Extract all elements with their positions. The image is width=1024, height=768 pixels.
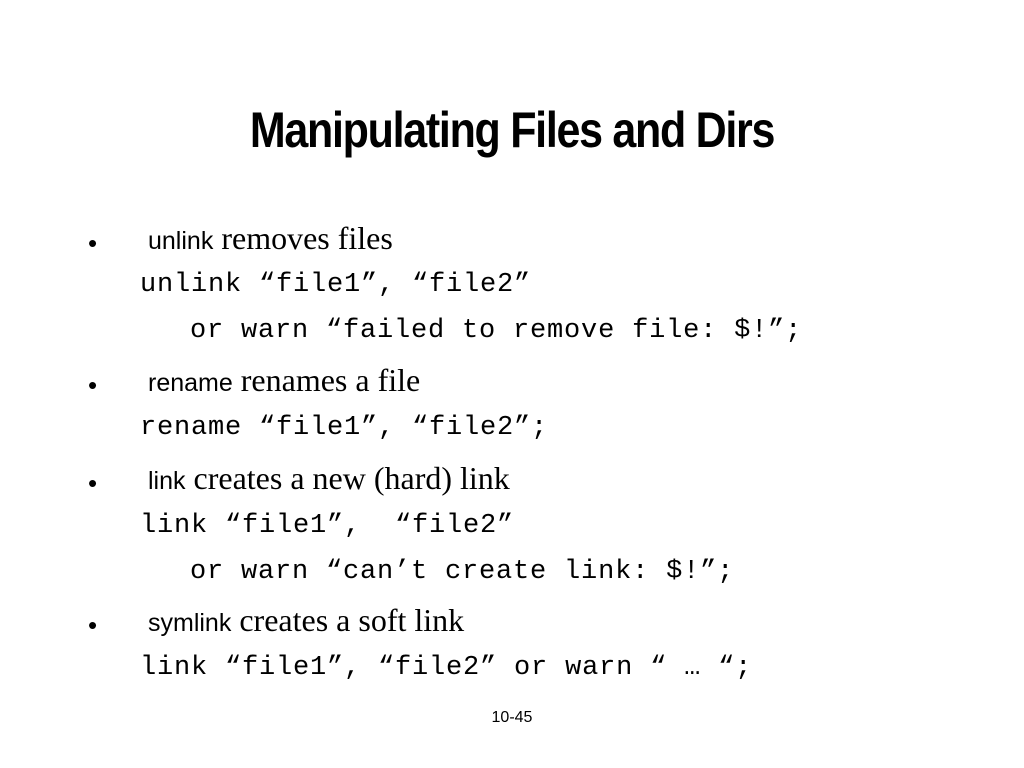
code-line: link “file1”, “file2” or warn “ … “; [140,653,753,683]
code-line: or warn “failed to remove file: $!”; [190,316,803,346]
bullet-description: creates a soft link [231,602,465,638]
bullet-description: removes files [213,220,393,256]
bullet-description: renames a file [232,362,421,398]
bullet-item-symlink: symlink creates a soft link [148,602,464,639]
bullet-marker: • [88,370,98,400]
code-line: rename “file1”, “file2”; [140,413,549,443]
bullet-item-unlink: unlink removes files [148,220,393,257]
bullet-keyword: link [148,467,186,495]
bullet-description: creates a new (hard) link [185,460,510,496]
bullet-keyword: rename [148,369,233,397]
slide-title: Manipulating Files and Dirs [249,102,776,158]
code-line: or warn “can’t create link: $!”; [190,557,735,587]
code-line: link “file1”, “file2” [140,511,515,541]
bullet-keyword: symlink [148,609,232,637]
bullet-keyword: unlink [148,227,214,255]
bullet-marker: • [88,468,98,498]
bullet-item-link: link creates a new (hard) link [148,460,510,497]
bullet-marker: • [88,228,98,258]
bullet-marker: • [88,610,98,640]
slide-number: 10-45 [491,709,533,726]
code-line: unlink “file1”, “file2” [140,270,532,300]
bullet-item-rename: rename renames a file [148,362,420,399]
